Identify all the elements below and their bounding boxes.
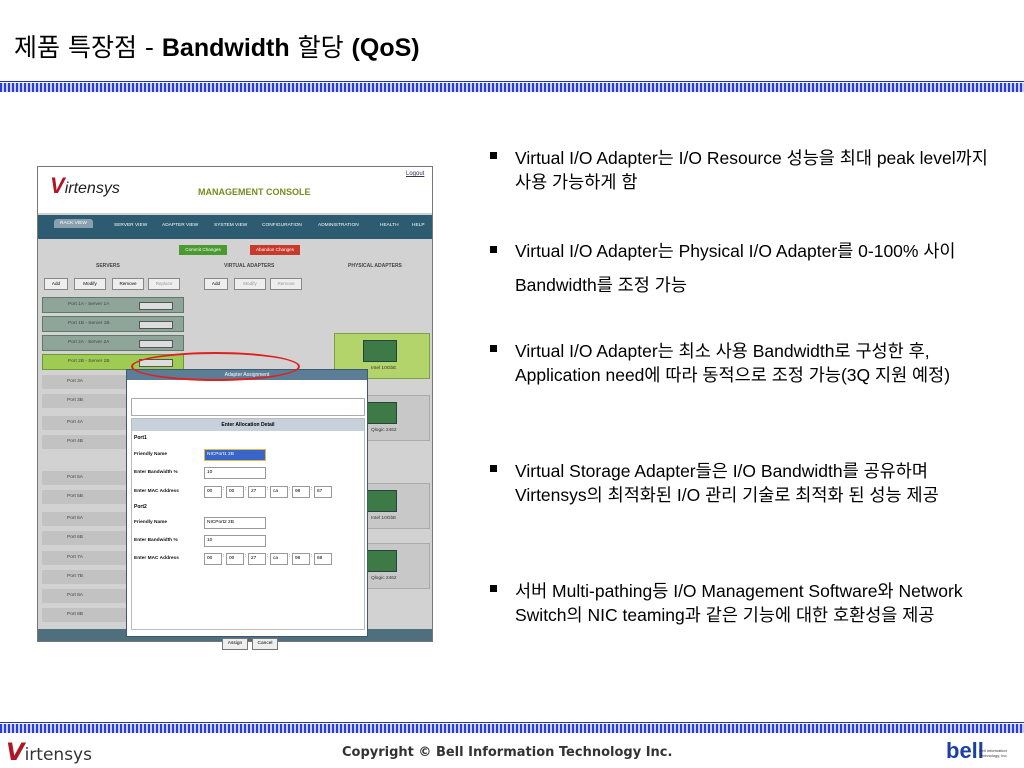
- adapter-assignment-dialog: Adapter Assignment Enter Allocation Deta…: [126, 369, 368, 650]
- title-qos: (QoS): [351, 34, 420, 62]
- adapter-chip-icon: [139, 340, 173, 348]
- mac-separator: :: [267, 486, 269, 492]
- slide-title: 제품 특장점 - Bandwidth 할당 (QoS): [14, 28, 420, 64]
- port2-bandwidth-input[interactable]: 10: [204, 535, 266, 547]
- nav-adapter-view[interactable]: ADAPTER VIEW: [162, 223, 199, 228]
- port-row[interactable]: Port 1A - Server 1A: [42, 297, 184, 313]
- nav-rack-view[interactable]: RACK VIEW: [54, 219, 93, 228]
- port2-mac-octet[interactable]: ca: [270, 553, 288, 565]
- port2-friendly-name-input[interactable]: NICPort2 2B: [204, 517, 266, 529]
- mac-label: Enter MAC Address: [134, 556, 179, 561]
- title-korean-2: 할당: [289, 33, 352, 62]
- mac-separator: :: [311, 486, 313, 492]
- port2-heading: Port2: [134, 504, 147, 510]
- assign-button[interactable]: Assign: [222, 638, 248, 650]
- nav-help[interactable]: HELP: [412, 223, 425, 228]
- nic-card-icon: [363, 340, 397, 362]
- virtual-modify-button[interactable]: Modify: [234, 278, 266, 290]
- adapter-chip-icon: [139, 321, 173, 329]
- port1-mac-octet[interactable]: 67: [314, 486, 332, 498]
- mac-separator: :: [311, 553, 313, 559]
- physical-adapters-heading: PHYSICAL ADAPTERS: [348, 263, 402, 269]
- nav-system-view[interactable]: SYSTEM VIEW: [214, 223, 248, 228]
- title-bandwidth: Bandwidth: [161, 34, 290, 62]
- server-add-button[interactable]: Add: [44, 278, 68, 290]
- virtual-remove-button[interactable]: Remove: [270, 278, 302, 290]
- port1-mac-octet[interactable]: 00: [204, 486, 222, 498]
- console-header: Virtensys MANAGEMENT CONSOLE Logout: [38, 167, 432, 213]
- cancel-button[interactable]: Cancel: [252, 638, 278, 650]
- server-replace-button[interactable]: Replace: [148, 278, 180, 290]
- square-bullet-icon: [490, 152, 497, 159]
- friendly-name-label: Friendly Name: [134, 452, 168, 457]
- mac-separator: :: [245, 553, 247, 559]
- port1-bandwidth-input[interactable]: 10: [204, 467, 266, 479]
- port1-mac-octet[interactable]: 98: [292, 486, 310, 498]
- virtensys-footer-logo: Virtensys: [6, 738, 92, 766]
- mac-separator: :: [223, 486, 225, 492]
- top-stripe: [0, 83, 1024, 92]
- square-bullet-icon: [490, 585, 497, 592]
- mac-separator: :: [223, 553, 225, 559]
- bandwidth-label: Enter Bandwidth %: [134, 538, 178, 543]
- port1-mac-octet[interactable]: ca: [270, 486, 288, 498]
- divider: [0, 81, 1024, 82]
- console-title: MANAGEMENT CONSOLE: [198, 187, 311, 197]
- nav-configuration[interactable]: CONFIGURATION: [262, 223, 302, 228]
- port2-mac-octet[interactable]: 68: [314, 553, 332, 565]
- adapter-chip-icon: [139, 302, 173, 310]
- bandwidth-label: Enter Bandwidth %: [134, 470, 178, 475]
- port2-mac-octet[interactable]: 00: [226, 553, 244, 565]
- mac-separator: :: [267, 553, 269, 559]
- port1-mac-octet[interactable]: 00: [226, 486, 244, 498]
- hba-card-icon: [363, 550, 397, 572]
- nav-server-view[interactable]: SERVER VIEW: [114, 223, 148, 228]
- bottom-stripe: [0, 724, 1024, 733]
- copyright-text: Copyright © Bell Information Technology …: [342, 745, 673, 760]
- highlight-oval: [131, 352, 300, 381]
- port1-heading: Port1: [134, 435, 147, 441]
- physical-adapter-card[interactable]: Intel 10GbE: [334, 333, 430, 379]
- nav-health[interactable]: HEALTH: [380, 223, 399, 228]
- allocation-panel: Enter Allocation Detail Port1 Friendly N…: [131, 418, 365, 650]
- square-bullet-icon: [490, 246, 497, 253]
- port-row[interactable]: Port 1B - Server 1B: [42, 316, 184, 332]
- square-bullet-icon: [490, 345, 497, 352]
- commit-changes-button[interactable]: Commit Changes: [179, 245, 227, 255]
- port1-friendly-name-input[interactable]: NICPort1 2B: [204, 449, 266, 461]
- mac-label: Enter MAC Address: [134, 489, 179, 494]
- dialog-top-panel: [131, 398, 365, 416]
- server-remove-button[interactable]: Remove: [112, 278, 144, 290]
- mac-separator: :: [289, 486, 291, 492]
- nav-administration[interactable]: ADMINISTRATION: [318, 223, 359, 228]
- virtual-adapters-heading: VIRTUAL ADAPTERS: [224, 263, 275, 269]
- hba-card-icon: [363, 402, 397, 424]
- console-nav: RACK VIEW SERVER VIEW ADAPTER VIEW SYSTE…: [38, 215, 432, 239]
- server-modify-button[interactable]: Modify: [74, 278, 106, 290]
- servers-heading: SERVERS: [96, 263, 120, 269]
- mac-separator: :: [289, 553, 291, 559]
- virtensys-logo: Virtensys: [50, 173, 120, 198]
- title-korean: 제품 특장점 -: [14, 33, 162, 62]
- nic-card-icon: [363, 490, 397, 512]
- port1-mac-octet[interactable]: 27: [248, 486, 266, 498]
- abandon-changes-button[interactable]: Abandon Changes: [250, 245, 300, 255]
- logout-link[interactable]: Logout: [406, 171, 425, 177]
- square-bullet-icon: [490, 465, 497, 472]
- port2-mac-octet[interactable]: 98: [292, 553, 310, 565]
- footer-divider: [0, 722, 1024, 723]
- port2-mac-octet[interactable]: 00: [204, 553, 222, 565]
- friendly-name-label: Friendly Name: [134, 520, 168, 525]
- virtual-add-button[interactable]: Add: [204, 278, 228, 290]
- allocation-heading: Enter Allocation Detail: [132, 419, 364, 431]
- mac-separator: :: [245, 486, 247, 492]
- port-row[interactable]: Port 2A - Server 2A: [42, 335, 184, 351]
- port2-mac-octet[interactable]: 27: [248, 553, 266, 565]
